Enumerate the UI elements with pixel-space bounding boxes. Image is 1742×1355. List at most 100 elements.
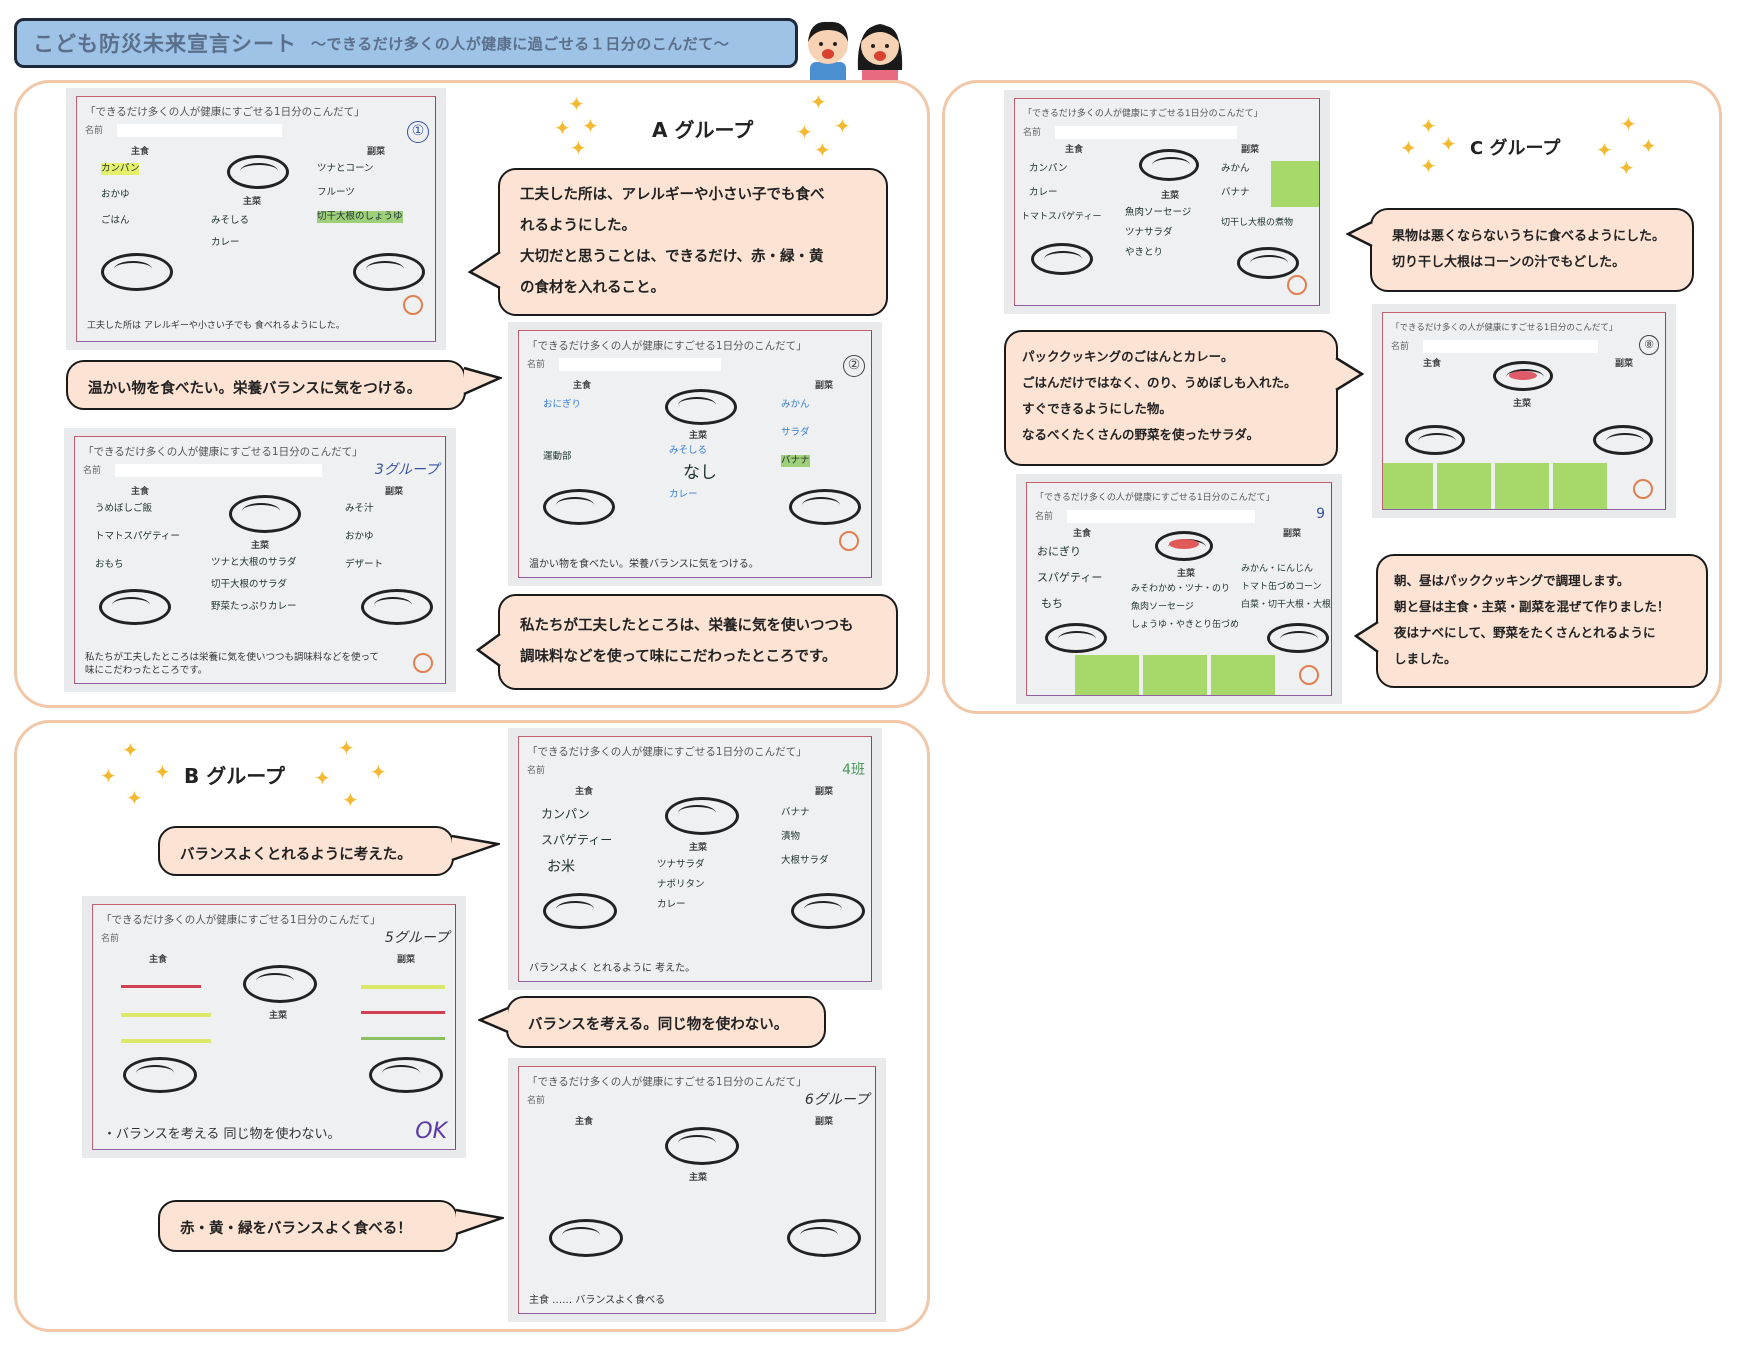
name-redaction: [115, 464, 323, 477]
bubble-tail-icon: [1346, 220, 1373, 248]
name-label: 名前: [83, 466, 102, 476]
plate-icon: [229, 495, 301, 533]
side-item: サラダ: [781, 427, 810, 438]
plate-icon: [243, 965, 317, 1003]
page-title: こども防災未来宣言シート: [33, 32, 297, 56]
side-label: 副菜: [367, 147, 386, 157]
comment-line: の食材を入れること。: [520, 280, 665, 296]
plate-icon: [361, 589, 433, 625]
name-redaction: [1055, 126, 1238, 139]
staple-item: お米: [547, 859, 575, 875]
main-item: ナポリタン: [657, 879, 705, 890]
name-redaction: [559, 358, 721, 371]
staple-item: カンパン: [101, 163, 140, 175]
worksheet-footer-note: 私たちが工夫したところは栄養に気を使いつつも調味料などを使って味にこだわったとこ…: [85, 652, 380, 676]
worksheet-heading: 「できるだけ多くの人が健康にすごせる1日分のこんだて」: [1391, 323, 1618, 333]
ok-check-mark: OK: [415, 1119, 447, 1144]
staple-item: うめぼしご飯: [95, 503, 153, 514]
comment-bubble-c1: 果物は悪くならないうちに食べるようにした。 切り干し大根はコーンの汁でもどした。: [1370, 208, 1694, 292]
staple-item: ごはん: [101, 215, 130, 226]
star-icon: ✦: [1640, 134, 1657, 158]
side-label: 副菜: [385, 487, 404, 497]
highlight-stroke: [361, 985, 445, 989]
main-label: 主菜: [1513, 399, 1532, 409]
staple-label: 主食: [131, 487, 150, 497]
comment-bubble-a1: 工夫した所は、アレルギーや小さい子でも食べ れるようにした。 大切だと思うことは…: [498, 168, 888, 316]
main-item: なし: [683, 463, 717, 483]
food-drawing: [1509, 371, 1537, 380]
comment-line: 朝、昼はパッククッキングで調理します。: [1394, 573, 1630, 588]
worksheet-group-mark: ⑧: [1639, 335, 1659, 355]
sticky-note: [1437, 463, 1491, 509]
name-label: 名前: [527, 360, 546, 370]
main-label: 主菜: [269, 1011, 288, 1021]
group-a-header: ✦ ✦ ✦ ✦ ✦ ✦ ✦ ✦ A グループ: [554, 90, 860, 162]
name-label: 名前: [101, 934, 120, 944]
plate-icon: [787, 1219, 861, 1257]
bubble-tail-icon: [463, 366, 502, 396]
plate-icon: [665, 1127, 739, 1165]
main-item: 切干大根のサラダ: [211, 579, 288, 590]
star-icon: ✦: [1618, 156, 1635, 180]
side-item: 切干し大根の煮物: [1221, 218, 1294, 228]
staple-label: 主食: [1073, 529, 1092, 539]
plate-icon: [791, 893, 865, 929]
side-label: 副菜: [1615, 359, 1634, 369]
plate-icon: [1139, 149, 1199, 181]
plate-icon: [1031, 243, 1093, 275]
worksheet-photo-a1: 「できるだけ多くの人が健康にすごせる1日分のこんだて」 ① 名前 主食 主菜 副…: [66, 88, 446, 350]
main-item: ツナサラダ: [1125, 227, 1173, 238]
name-label: 名前: [1391, 342, 1410, 352]
group-b-title: B グループ: [184, 764, 286, 788]
star-icon: ✦: [154, 760, 171, 784]
name-redaction: [1423, 340, 1598, 353]
highlight-stroke: [361, 1011, 445, 1014]
main-label: 主菜: [1177, 569, 1196, 579]
worksheet-footer-note: 工夫した所は アレルギーや小さい子でも 食べれるようにした。: [87, 321, 345, 331]
worksheet-heading: 「できるだけ多くの人が健康にすごせる1日分のこんだて」: [101, 914, 381, 926]
comment-line: 赤・黄・緑をバランスよく食べる！: [180, 1221, 412, 1237]
name-redaction: [117, 124, 282, 137]
worksheet-photo-b2: 「できるだけ多くの人が健康にすごせる1日分のこんだて」 5グループ 名前 主食 …: [82, 896, 466, 1158]
main-item: みそわかめ・ツナ・のり: [1131, 584, 1231, 594]
worksheet-heading: 「できるだけ多くの人が健康にすごせる1日分のこんだて」: [1023, 109, 1263, 119]
worksheet-photo-c3: 「できるだけ多くの人が健康にすごせる1日分のこんだて」 9 名前 主食 主菜 副…: [1016, 474, 1342, 704]
side-item: おかゆ: [345, 531, 374, 542]
star-icon: ✦: [338, 736, 355, 760]
sticky-note: [1495, 463, 1549, 509]
sticky-note: [1383, 463, 1433, 509]
side-item: バナナ: [781, 807, 810, 818]
star-icon: ✦: [796, 120, 813, 144]
plate-icon: [1045, 623, 1107, 653]
worksheet-footer-note: バランスよく とれるように 考えた。: [529, 963, 696, 974]
teacher-stamp-icon: [839, 531, 859, 551]
highlight-stroke: [361, 1037, 445, 1040]
comment-bubble-a2: 温かい物を食べたい。栄養バランスに気をつける。: [66, 360, 466, 410]
main-item: ツナと大根のサラダ: [211, 557, 297, 568]
staple-item: おかゆ: [101, 189, 130, 200]
star-icon: ✦: [834, 114, 851, 138]
bubble-tail-icon: [468, 250, 501, 290]
star-icon: ✦: [100, 764, 117, 788]
comment-line: なるべくたくさんの野菜を使ったサラダ。: [1022, 427, 1260, 442]
main-item: みそしる: [669, 445, 708, 456]
staple-item: スパゲティー: [1037, 571, 1103, 584]
side-label: 副菜: [815, 787, 834, 797]
bubble-tail-icon: [1335, 356, 1364, 392]
worksheet-photo-c1: 「できるだけ多くの人が健康にすごせる1日分のこんだて」 名前 主食 主菜 副菜 …: [1004, 90, 1330, 314]
staple-label: 主食: [573, 381, 592, 391]
comment-bubble-c2: パッククッキングのごはんとカレー。 ごはんだけではなく、のり、うめぼしも入れた。…: [1004, 330, 1338, 466]
plate-icon: [101, 253, 173, 291]
plate-icon: [369, 1057, 443, 1093]
star-icon: ✦: [814, 138, 831, 162]
star-icon: ✦: [810, 90, 827, 114]
comment-line: しました。: [1394, 651, 1457, 666]
comment-line: 大切だと思うことは、できるだけ、赤・緑・黄: [520, 249, 824, 265]
worksheet-photo-b3: 「できるだけ多くの人が健康にすごせる1日分のこんだて」 6グループ 名前 主食 …: [508, 1058, 886, 1322]
side-item: みかん・にんじん: [1241, 564, 1314, 574]
staple-item: おにぎり: [543, 399, 582, 410]
comment-line: 切り干し大根はコーンの汁でもどした。: [1392, 255, 1626, 270]
main-item: カレー: [211, 237, 240, 248]
staple-label: 主食: [575, 1117, 594, 1127]
star-icon: ✦: [1420, 114, 1437, 138]
